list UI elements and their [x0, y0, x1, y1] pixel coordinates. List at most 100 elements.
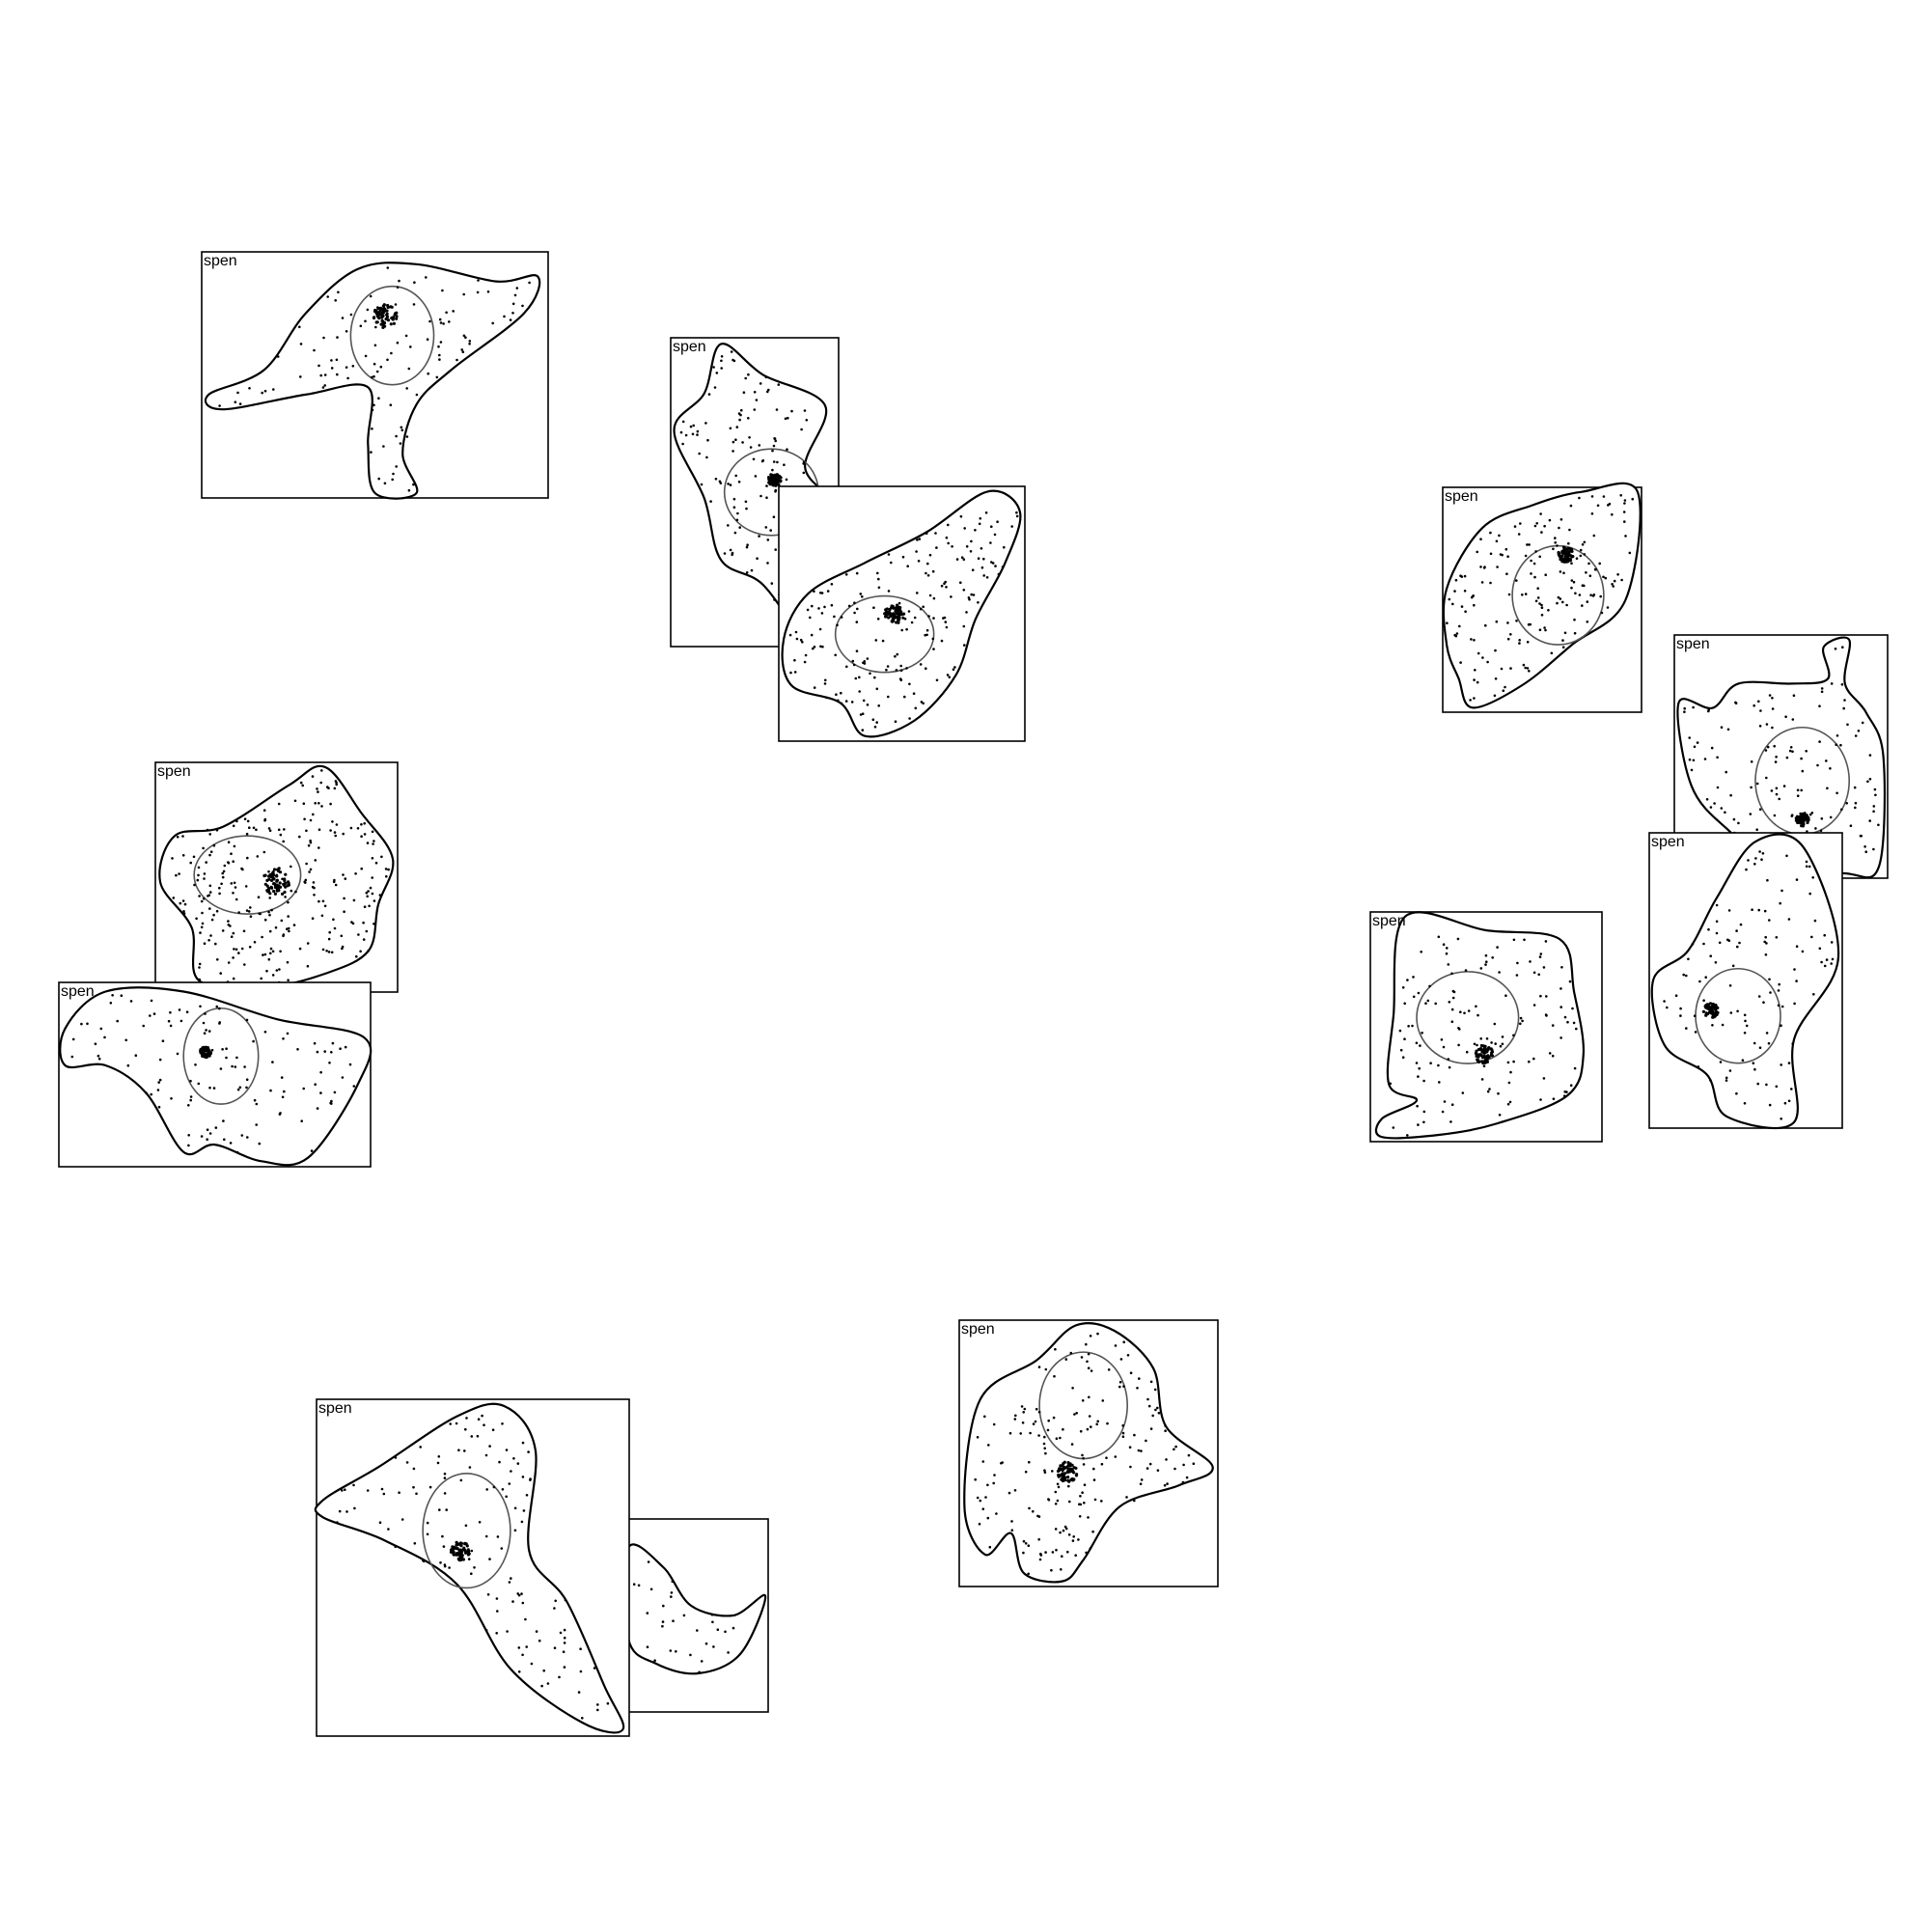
rna-dot: [1854, 801, 1858, 805]
rna-dot: [698, 1670, 701, 1674]
rna-dot: [1540, 606, 1544, 609]
rna-dot: [830, 603, 834, 607]
rna-dot: [362, 938, 366, 941]
rna-dot: [340, 934, 344, 938]
rna-dot: [99, 1027, 103, 1031]
rna-dot: [896, 652, 899, 656]
rna-dot: [1518, 639, 1521, 642]
rna-dot: [1496, 946, 1499, 949]
rna-dot: [1721, 1023, 1725, 1027]
rna-cluster-dot: [458, 1541, 462, 1545]
rna-dot: [596, 1708, 599, 1712]
rna-dot: [1849, 824, 1853, 827]
rna-dot: [306, 964, 310, 968]
rna-cluster-dot: [1069, 1477, 1073, 1481]
rna-dot: [970, 539, 973, 543]
rna-dot: [367, 949, 371, 952]
rna-dot: [577, 1691, 581, 1694]
rna-dot: [510, 1577, 512, 1580]
rna-dot: [221, 929, 225, 932]
rna-dot: [293, 799, 297, 803]
rna-dot: [505, 1449, 509, 1451]
rna-cluster-dot: [1568, 558, 1572, 562]
rna-dot: [359, 324, 363, 328]
cell-panel-4: spen: [154, 761, 399, 993]
rna-dot: [1484, 623, 1487, 627]
rna-cluster-dot: [267, 887, 271, 891]
rna-dot: [371, 408, 374, 412]
rna-dot: [262, 809, 266, 812]
panel-label: spen: [673, 339, 706, 355]
rna-dot: [1589, 593, 1592, 596]
rna-dot: [1451, 602, 1454, 606]
rna-cluster-dot: [1565, 550, 1569, 554]
rna-dot: [1064, 1358, 1068, 1361]
rna-dot: [235, 819, 238, 823]
rna-dot: [764, 526, 768, 529]
rna-dot: [263, 389, 267, 393]
rna-dot: [484, 1629, 488, 1632]
rna-dot: [735, 426, 739, 428]
rna-dot: [1830, 682, 1834, 685]
rna-dot: [890, 561, 893, 565]
rna-dot: [353, 1506, 356, 1510]
rna-dot: [245, 1136, 249, 1139]
cell-membrane-outline: [622, 1543, 767, 1675]
rna-dot: [203, 1032, 207, 1035]
rna-dot: [1683, 706, 1686, 710]
rna-dot: [1548, 518, 1552, 522]
rna-dot: [750, 568, 754, 572]
rna-cluster-dot: [389, 305, 393, 309]
rna-dot: [394, 1456, 398, 1459]
rna-dot: [233, 881, 236, 885]
rna-dot: [1753, 1067, 1756, 1071]
rna-dot: [230, 882, 234, 885]
rna-cluster-dot: [279, 885, 283, 889]
rna-dot: [380, 1487, 384, 1491]
rna-dot: [1793, 1002, 1796, 1006]
rna-dot: [198, 962, 202, 966]
rna-dot: [70, 1055, 74, 1059]
rna-dot: [945, 586, 948, 589]
rna-dot: [803, 660, 807, 664]
rna-dot: [1080, 1356, 1084, 1359]
rna-dot: [235, 1150, 239, 1154]
rna-dot: [317, 846, 320, 849]
rna-dot: [1486, 660, 1489, 664]
rna-dot: [287, 979, 290, 981]
rna-dot: [185, 1010, 189, 1013]
rna-dot: [914, 706, 918, 710]
rna-dot: [1536, 596, 1540, 599]
rna-dot: [1441, 1110, 1445, 1114]
rna-dot: [1412, 976, 1415, 979]
rna-dot: [1575, 557, 1579, 560]
rna-dot: [1477, 651, 1480, 655]
rna-dot: [1069, 1351, 1073, 1355]
rna-dot: [1741, 1059, 1745, 1062]
rna-dot: [460, 348, 464, 351]
rna-dot: [727, 524, 730, 527]
rna-dot: [351, 365, 355, 368]
rna-dot: [745, 545, 749, 549]
rna-dot: [394, 303, 398, 306]
rna-dot: [1574, 592, 1577, 595]
rna-dot: [704, 1642, 708, 1645]
rna-dot: [881, 639, 885, 643]
rna-dot: [1691, 942, 1695, 946]
rna-dot: [1067, 1484, 1070, 1488]
rna-dot: [1845, 802, 1848, 805]
rna-dot: [1823, 964, 1827, 968]
rna-dot: [803, 409, 807, 412]
rna-dot: [206, 1138, 208, 1141]
rna-dot: [1702, 999, 1705, 1002]
rna-dot: [476, 290, 480, 294]
rna-dot: [240, 867, 243, 870]
rna-dot: [1475, 1005, 1477, 1008]
rna-dot: [334, 834, 338, 838]
rna-dot: [1081, 1491, 1084, 1494]
rna-cluster-dot: [1489, 1047, 1493, 1051]
rna-dot: [1464, 610, 1467, 613]
rna-dot: [520, 1520, 524, 1524]
rna-dot: [847, 604, 851, 608]
rna-dot: [1705, 798, 1709, 801]
